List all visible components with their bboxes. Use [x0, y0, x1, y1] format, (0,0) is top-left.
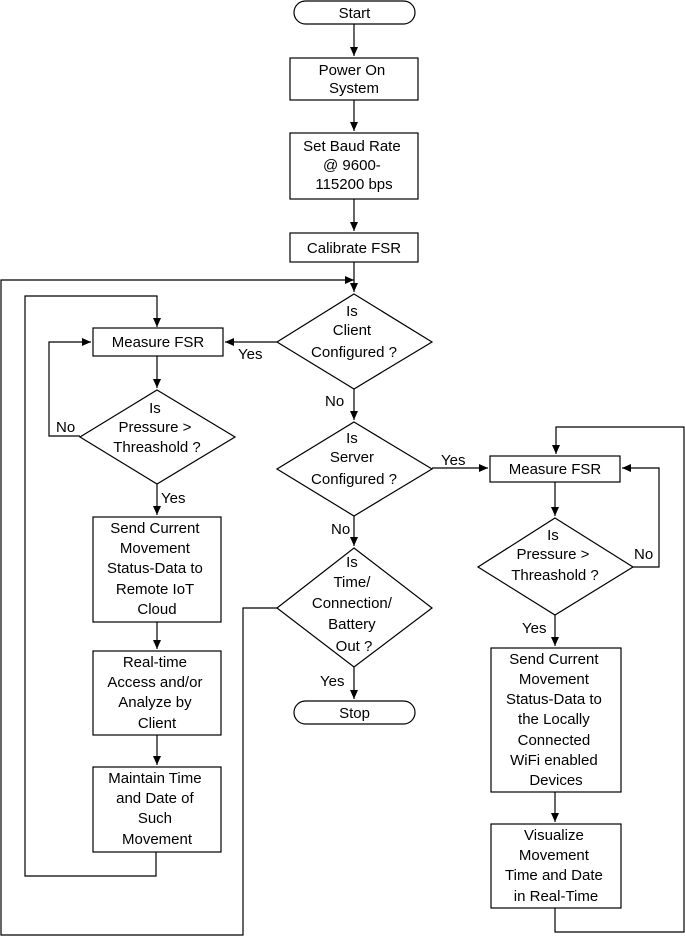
send-local-box: Send Current Movement Status-Data to the… — [490, 647, 622, 793]
client-yes-label: Yes — [238, 346, 262, 363]
maintain-time-box: Maintain Time and Date of Such Movement — [92, 766, 222, 853]
pressure-right-decision: Is Pressure > Threashold ? — [476, 517, 635, 616]
client-decision-label: Is Client Configured ? — [311, 303, 397, 361]
pressure-right-label: Is Pressure > Threashold ? — [511, 527, 599, 584]
set-baud-label: Set Baud Rate @ 9600- 115200 bps — [303, 138, 405, 193]
pressure-right-yes-label: Yes — [522, 620, 546, 637]
set-baud-box: Set Baud Rate @ 9600- 115200 bps — [289, 132, 419, 200]
visualize-box: Visualize Movement Time and Date in Real… — [490, 823, 622, 909]
server-yes-label: Yes — [441, 452, 465, 469]
power-on-box: Power On System — [289, 57, 419, 101]
client-decision: Is Client Configured ? — [275, 293, 434, 390]
edge-labels: Yes No No Yes Yes No No Yes Yes — [56, 346, 653, 690]
measure-right-box: Measure FSR — [489, 455, 621, 483]
start-label: Start — [339, 5, 372, 22]
calibrate-box: Calibrate FSR — [289, 232, 419, 263]
measure-left-label: Measure FSR — [112, 334, 205, 351]
visualize-label: Visualize Movement Time and Date in Real… — [505, 827, 607, 905]
pressure-left-no-label: No — [56, 419, 75, 436]
realtime-access-label: Real-time Access and/or Analyze by Clien… — [107, 654, 206, 732]
server-no-label: No — [331, 521, 350, 538]
loop-visualize-to-measure-right — [552, 426, 685, 933]
timeout-decision-label: Is Time/ Connection/ Battery Out ? — [312, 554, 396, 655]
timeout-decision: Is Time/ Connection/ Battery Out ? — [276, 547, 433, 668]
pressure-right-no-label: No — [634, 546, 653, 563]
loop-maintain-to-client — [24, 295, 161, 877]
server-decision: Is Server Configured ? — [275, 421, 434, 517]
loop-pressure-right-no — [622, 464, 660, 568]
connectors — [0, 24, 685, 936]
server-decision-label: Is Server Configured ? — [311, 430, 397, 488]
send-cloud-box: Send Current Movement Status-Data to Rem… — [92, 516, 222, 623]
pressure-left-yes-label: Yes — [161, 490, 185, 507]
timeout-yes-label: Yes — [320, 673, 344, 690]
stop-label: Stop — [339, 705, 370, 722]
stop-terminal: Stop — [293, 700, 416, 725]
power-on-label: Power On System — [319, 62, 390, 97]
maintain-time-label: Maintain Time and Date of Such Movement — [108, 770, 206, 848]
start-terminal: Start — [293, 0, 416, 25]
loop-timeout-to-top — [0, 276, 354, 936]
pressure-left-decision: Is Pressure > Threashold ? — [78, 389, 237, 485]
measure-right-label: Measure FSR — [509, 461, 602, 478]
loop-pressure-left-no — [48, 338, 91, 437]
send-cloud-label: Send Current Movement Status-Data to Rem… — [107, 520, 207, 618]
send-local-label: Send Current Movement Status-Data to the… — [506, 651, 606, 789]
measure-left-box: Measure FSR — [92, 327, 224, 357]
client-no-label: No — [325, 393, 344, 410]
pressure-left-label: Is Pressure > Threashold ? — [113, 400, 201, 456]
calibrate-label: Calibrate FSR — [307, 240, 401, 257]
realtime-access-box: Real-time Access and/or Analyze by Clien… — [92, 650, 222, 736]
